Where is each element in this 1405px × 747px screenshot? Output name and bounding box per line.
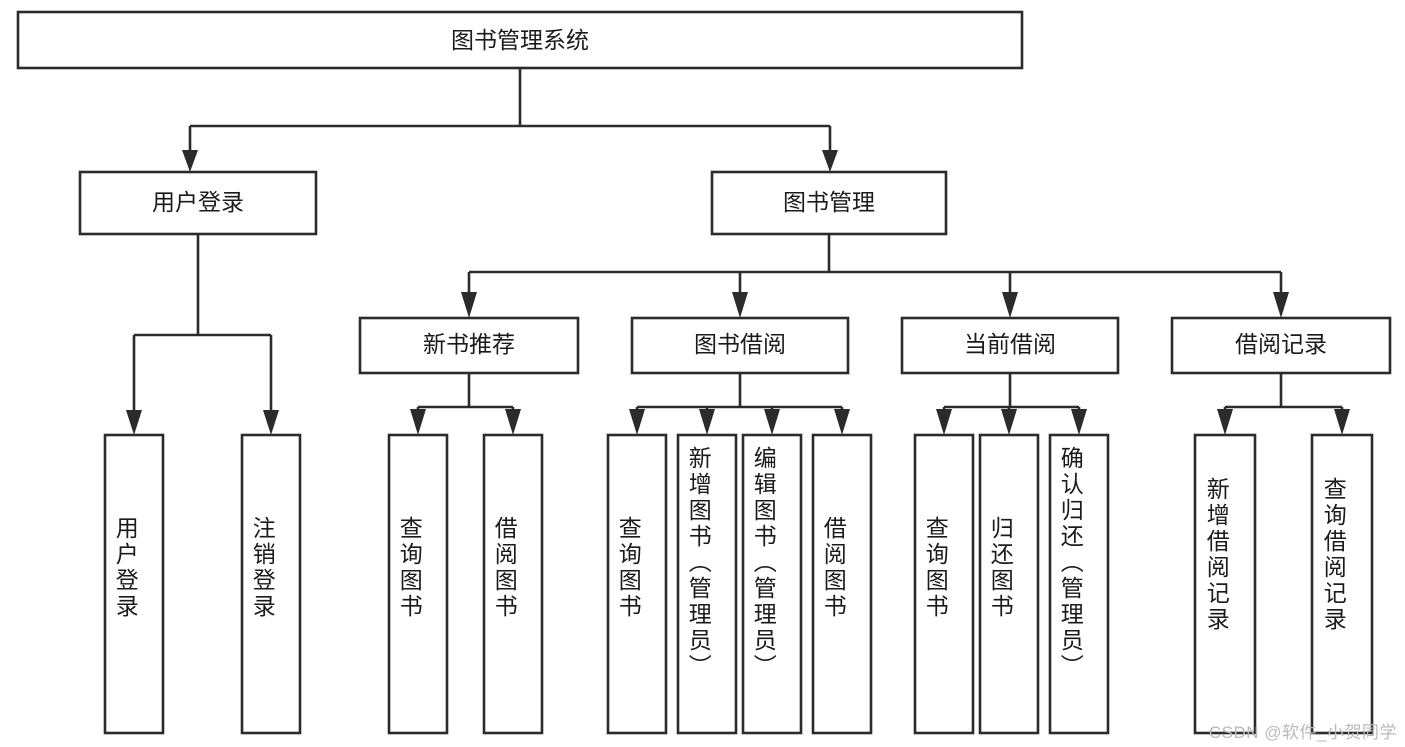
- node-current-borrow[interactable]: 当前借阅: [900, 316, 1120, 375]
- node-book-borrow-label: 图书借阅: [694, 331, 786, 357]
- node-leaf-user-login-box[interactable]: [103, 433, 165, 735]
- node-leaf-user-logout-box[interactable]: [240, 433, 302, 735]
- node-new-book-recommend[interactable]: 新书推荐: [358, 316, 580, 375]
- watermark-text: CSDN @软件_小贺同学: [1208, 723, 1397, 742]
- arrow-head-icon: [263, 410, 279, 435]
- node-leaf-user-logout-label: 注销登录: [249, 516, 276, 620]
- node-leaf-edit-book-box[interactable]: [741, 433, 803, 735]
- node-leaf-borrow-book-1[interactable]: 借阅图书: [482, 433, 544, 735]
- node-book-manage[interactable]: 图书管理: [710, 170, 948, 236]
- node-leaf-return-book-box[interactable]: [978, 433, 1040, 735]
- arrow-head-icon: [1001, 409, 1017, 435]
- node-leaf-query-book-3-label: 查询图书: [922, 516, 949, 620]
- node-leaf-query-book-2[interactable]: 查询图书: [606, 433, 668, 735]
- arrow-head-icon: [126, 410, 142, 435]
- node-leaf-confirm-return[interactable]: 确认归还（管理员）: [1048, 433, 1110, 735]
- node-leaf-borrow-book-2-label: 借阅图书: [820, 516, 847, 620]
- node-leaf-query-book-1[interactable]: 查询图书: [387, 433, 449, 735]
- arrow-head-icon: [182, 150, 198, 172]
- node-new-book-recommend-label: 新书推荐: [423, 331, 515, 357]
- node-leaf-borrow-book-2-box[interactable]: [811, 433, 873, 735]
- node-leaf-add-record-box[interactable]: [1193, 433, 1257, 735]
- connector-layer: [126, 68, 1350, 435]
- node-leaf-add-record-label: 新增借阅记录: [1203, 477, 1230, 633]
- node-leaf-borrow-book-1-box[interactable]: [482, 433, 544, 735]
- node-borrow-record-box[interactable]: [1170, 316, 1392, 375]
- node-user-login-box[interactable]: [78, 170, 318, 236]
- node-leaf-return-book[interactable]: 归还图书: [978, 433, 1040, 735]
- arrow-head-icon: [1071, 409, 1087, 435]
- arrow-head-icon: [505, 409, 521, 435]
- node-leaf-query-record-label: 查询借阅记录: [1320, 477, 1347, 633]
- arrow-head-icon: [764, 409, 780, 435]
- node-book-borrow-box[interactable]: [630, 316, 850, 375]
- arrow-head-icon: [461, 292, 477, 318]
- node-new-book-recommend-box[interactable]: [358, 316, 580, 375]
- node-leaf-user-logout[interactable]: 注销登录: [240, 433, 302, 735]
- node-leaf-add-book[interactable]: 新增图书（管理员）: [676, 433, 738, 735]
- node-leaf-add-book-label: 新增图书（管理员）: [685, 446, 712, 680]
- node-leaf-query-book-3[interactable]: 查询图书: [913, 433, 975, 735]
- node-book-manage-label: 图书管理: [783, 189, 875, 215]
- node-leaf-borrow-book-2[interactable]: 借阅图书: [811, 433, 873, 735]
- arrow-head-icon: [822, 150, 838, 172]
- arrow-head-icon: [834, 409, 850, 435]
- arrow-head-icon: [732, 292, 748, 318]
- node-root-label: 图书管理系统: [451, 27, 589, 53]
- node-current-borrow-label: 当前借阅: [964, 331, 1056, 357]
- node-leaf-query-record[interactable]: 查询借阅记录: [1310, 433, 1374, 735]
- node-leaf-borrow-book-1-label: 借阅图书: [491, 516, 518, 620]
- node-leaf-add-record[interactable]: 新增借阅记录: [1193, 433, 1257, 735]
- node-leaf-edit-book[interactable]: 编辑图书（管理员）: [741, 433, 803, 735]
- node-leaf-return-book-label: 归还图书: [987, 516, 1014, 620]
- node-leaf-user-login[interactable]: 用户登录: [103, 433, 165, 735]
- node-leaf-query-book-2-box[interactable]: [606, 433, 668, 735]
- node-leaf-query-book-3-box[interactable]: [913, 433, 975, 735]
- arrow-head-icon: [1002, 292, 1018, 318]
- node-leaf-user-login-label: 用户登录: [112, 516, 139, 620]
- node-leaf-query-record-box[interactable]: [1310, 433, 1374, 735]
- node-current-borrow-box[interactable]: [900, 316, 1120, 375]
- node-leaf-query-book-2-label: 查询图书: [615, 516, 642, 620]
- node-leaf-query-book-1-box[interactable]: [387, 433, 449, 735]
- node-leaf-confirm-return-label: 确认归还（管理员）: [1057, 446, 1084, 680]
- node-book-borrow[interactable]: 图书借阅: [630, 316, 850, 375]
- node-root-box[interactable]: [16, 10, 1024, 70]
- arrow-head-icon: [410, 409, 426, 435]
- node-leaf-query-book-1-label: 查询图书: [396, 516, 423, 620]
- arrow-head-icon: [699, 409, 715, 435]
- arrow-head-icon: [936, 409, 952, 435]
- arrow-head-icon: [1334, 409, 1350, 435]
- node-borrow-record-label: 借阅记录: [1235, 331, 1327, 357]
- node-leaf-confirm-return-box[interactable]: [1048, 433, 1110, 735]
- node-user-login-label: 用户登录: [152, 189, 244, 215]
- arrow-head-icon: [1273, 292, 1289, 318]
- arrow-head-icon: [1217, 409, 1233, 435]
- node-user-login[interactable]: 用户登录: [78, 170, 318, 236]
- node-leaf-add-book-box[interactable]: [676, 433, 738, 735]
- node-borrow-record[interactable]: 借阅记录: [1170, 316, 1392, 375]
- node-book-manage-box[interactable]: [710, 170, 948, 236]
- arrow-head-icon: [629, 409, 645, 435]
- node-leaf-edit-book-label: 编辑图书（管理员）: [750, 446, 777, 680]
- node-root[interactable]: 图书管理系统: [16, 10, 1024, 70]
